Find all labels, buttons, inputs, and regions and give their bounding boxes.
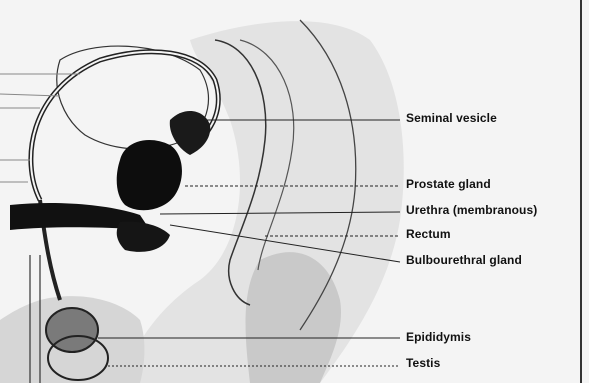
label-testis: Testis [406, 356, 440, 370]
label-rectum: Rectum [406, 227, 451, 241]
buttock-shading [246, 252, 341, 383]
label-urethra-membranous: Urethra (membranous) [406, 203, 537, 217]
page-edge-line [580, 0, 582, 383]
label-prostate-gland: Prostate gland [406, 177, 491, 191]
label-seminal-vesicle: Seminal vesicle [406, 111, 497, 125]
label-bulbourethral-gland: Bulbourethral gland [406, 253, 522, 267]
label-epididymis: Epididymis [406, 330, 471, 344]
